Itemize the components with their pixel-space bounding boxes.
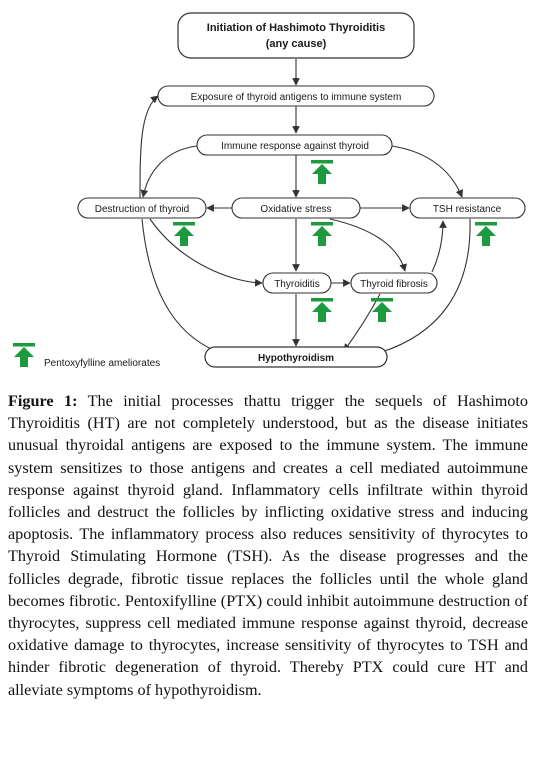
edge-destruction-exposure — [139, 95, 159, 199]
node-immune-response: Immune response against thyroid — [196, 134, 393, 156]
immune-response-label: Immune response against thyroid — [221, 141, 369, 152]
exposure-label: Exposure of thyroid antigens to immune s… — [191, 92, 402, 103]
pentoxifylline-arrow-icon — [371, 298, 393, 322]
node-exposure: Exposure of thyroid antigens to immune s… — [157, 85, 435, 107]
edge-immune-destruction — [140, 145, 198, 198]
pentoxifylline-arrow-icon — [173, 222, 195, 246]
caption-label: Figure 1: — [8, 392, 78, 410]
pentoxifylline-arrow-icon — [311, 298, 333, 322]
edge-oxidative-fibrosis — [329, 218, 407, 272]
pentoxifylline-arrow-icon — [311, 222, 333, 246]
legend-label: Pentoxyfylline ameliorates — [44, 358, 160, 369]
hypothyroidism-label: Hypothyroidism — [258, 353, 334, 364]
flow-diagram: Initiation of Hashimoto Thyroiditis (any… — [13, 12, 526, 369]
initiation-line1: Initiation of Hashimoto Thyroiditis — [207, 22, 385, 34]
oxidative-stress-label: Oxidative stress — [260, 204, 331, 215]
node-oxidative-stress: Oxidative stress — [231, 197, 361, 219]
edge-destruction-thyroiditis — [149, 218, 263, 287]
pentoxifylline-arrow-icon — [311, 160, 333, 184]
tsh-resistance-label: TSH resistance — [433, 204, 502, 215]
thyroiditis-label: Thyroiditis — [274, 279, 320, 290]
pentoxifylline-arrow-icon — [475, 222, 497, 246]
edge-immune-tsh — [391, 145, 463, 198]
initiation-line2: (any cause) — [266, 38, 327, 50]
caption-text: The initial processes thattu trigger the… — [8, 392, 528, 699]
destruction-label: Destruction of thyroid — [95, 204, 190, 215]
node-hypothyroidism: Hypothyroidism — [204, 346, 388, 368]
thyroid-fibrosis-label: Thyroid fibrosis — [360, 279, 428, 290]
node-thyroiditis: Thyroiditis — [262, 272, 332, 294]
node-thyroid-fibrosis: Thyroid fibrosis — [350, 272, 438, 294]
figure-caption: Figure 1: The initial processes thattu t… — [8, 390, 528, 701]
edge-tsh-hypothyroidism — [367, 218, 471, 359]
node-initiation: Initiation of Hashimoto Thyroiditis (any… — [177, 12, 415, 59]
legend: Pentoxyfylline ameliorates — [13, 343, 160, 369]
node-tsh-resistance: TSH resistance — [409, 197, 526, 219]
green-up-arrow-icon — [13, 343, 35, 367]
edge-fibrosis-tsh — [431, 220, 447, 273]
edge-fibrosis-hypothyroidism — [343, 293, 381, 352]
node-destruction: Destruction of thyroid — [77, 197, 207, 219]
